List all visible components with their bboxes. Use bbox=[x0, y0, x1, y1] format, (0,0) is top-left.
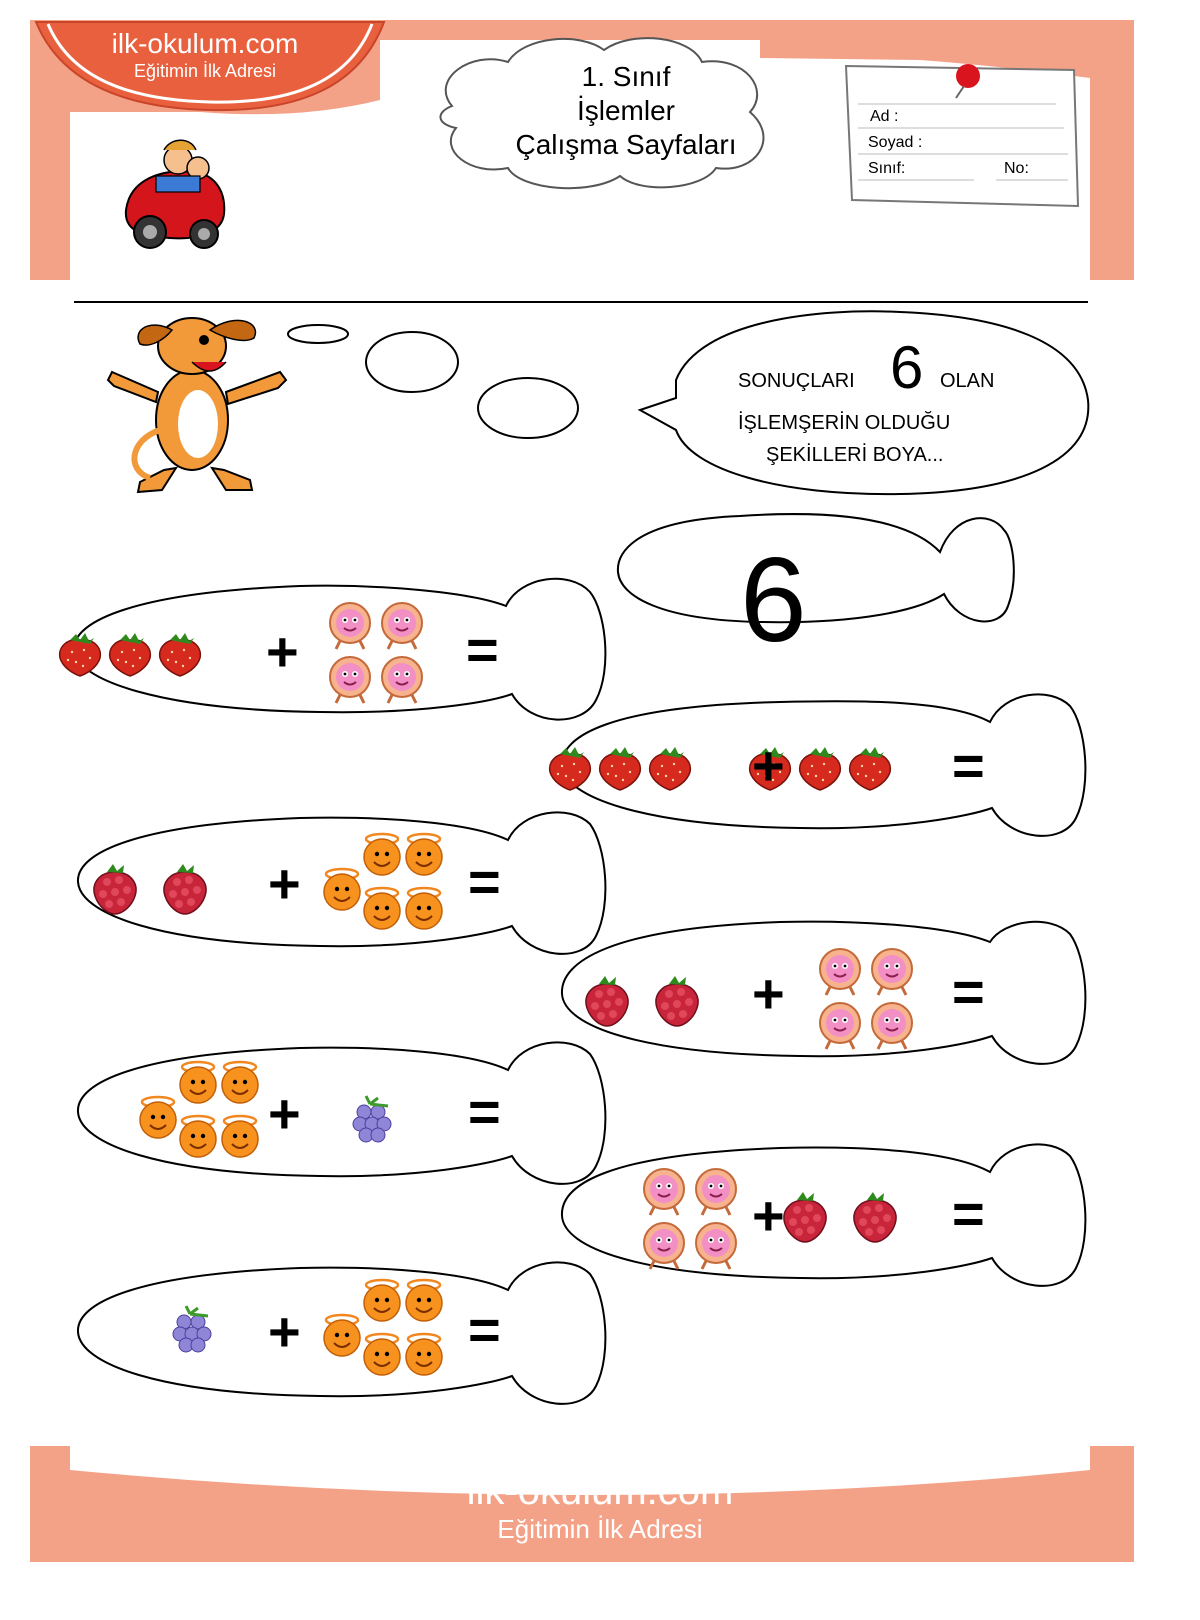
worksheet-title: 1. Sınıf İşlemler Çalışma Sayfaları bbox=[476, 60, 776, 162]
plus-sign-2: + bbox=[752, 734, 785, 797]
instruction-line-2: İŞLEMŞERİN OLDUĞU bbox=[738, 412, 951, 434]
footer-band bbox=[30, 1446, 1134, 1562]
instruction-number: 6 bbox=[890, 334, 924, 401]
fish-shape-1 bbox=[72, 577, 607, 721]
target-number: 6 bbox=[740, 533, 807, 667]
equals-sign-5: = bbox=[468, 1080, 501, 1143]
fish-shape-4 bbox=[560, 920, 1087, 1065]
number-label: No: bbox=[1004, 160, 1029, 177]
problem-1-left-group bbox=[58, 632, 202, 677]
problem-2-left-group bbox=[548, 746, 692, 791]
plus-sign-6: + bbox=[752, 1184, 785, 1247]
instruction-after: OLAN bbox=[940, 370, 995, 392]
equals-sign-7: = bbox=[468, 1298, 501, 1361]
name-label: Ad : bbox=[870, 108, 899, 125]
instruction-before: SONUÇLARI bbox=[738, 370, 855, 392]
thought-trail bbox=[287, 324, 579, 439]
plus-sign-5: + bbox=[268, 1082, 301, 1145]
equals-sign-4: = bbox=[952, 960, 985, 1023]
class-label: Sınıf: bbox=[868, 160, 906, 177]
instruction-bubble bbox=[637, 310, 1090, 496]
instruction-line-3: ŞEKİLLERİ BOYA... bbox=[766, 444, 944, 466]
dog-mascot bbox=[106, 317, 288, 494]
header-frame bbox=[30, 20, 1134, 280]
plus-sign-1: + bbox=[266, 620, 299, 683]
plus-sign-7: + bbox=[268, 1300, 301, 1363]
equals-sign-1: = bbox=[466, 618, 499, 681]
plus-sign-4: + bbox=[752, 962, 785, 1025]
equals-sign-2: = bbox=[952, 734, 985, 797]
plus-sign-3: + bbox=[268, 852, 301, 915]
problem-fish-shapes bbox=[72, 577, 1087, 1405]
title-cloud bbox=[237, 37, 765, 223]
footer-tagline: Eğitimin İlk Adresi bbox=[497, 1514, 703, 1544]
brand-tagline: Eğitimin İlk Adresi bbox=[133, 61, 277, 81]
car-illustration bbox=[124, 139, 226, 249]
equals-sign-3: = bbox=[468, 850, 501, 913]
title-line-3: Çalışma Sayfaları bbox=[515, 129, 737, 160]
footer-logo[interactable]: ilk-okulum.com Eğitimin İlk Adresi bbox=[0, 1468, 1200, 1544]
footer-site: ilk-okulum.com bbox=[466, 1469, 734, 1513]
pushpin-icon bbox=[956, 64, 980, 88]
brand-site: ilk-okulum.com bbox=[111, 28, 299, 59]
title-line-2: İşlemler bbox=[576, 95, 675, 126]
student-info-card bbox=[844, 64, 1080, 208]
surname-label: Soyad : bbox=[868, 134, 923, 151]
title-line-1: 1. Sınıf bbox=[581, 61, 671, 92]
target-fish-shape bbox=[616, 513, 1015, 624]
brand-logo[interactable]: ilk-okulum.com Eğitimin İlk Adresi bbox=[70, 28, 340, 82]
equals-sign-6: = bbox=[952, 1182, 985, 1245]
